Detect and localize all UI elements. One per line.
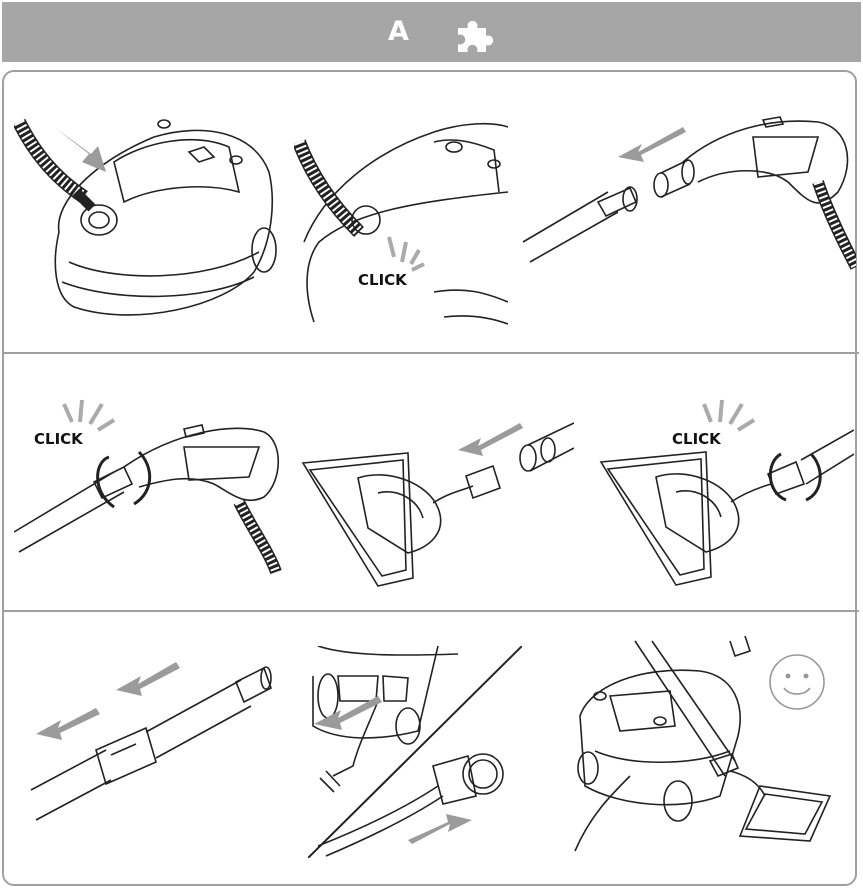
arrow-icon bbox=[618, 127, 686, 162]
step-ready bbox=[560, 636, 836, 862]
arrow-icon bbox=[408, 814, 472, 844]
puzzle-icon bbox=[456, 18, 496, 54]
row-divider bbox=[2, 352, 859, 354]
step-nozzle-to-tube bbox=[298, 408, 574, 593]
section-header: A bbox=[2, 2, 861, 62]
smiley-icon bbox=[770, 655, 824, 709]
arrow-icon bbox=[116, 662, 180, 696]
click-label: CLICK bbox=[672, 430, 722, 448]
arrow-icon bbox=[54, 127, 106, 172]
step-connect-hose bbox=[14, 92, 284, 332]
hose-illustration bbox=[19, 122, 92, 208]
row-divider bbox=[2, 610, 859, 612]
step-hose-click: CLICK bbox=[294, 92, 508, 332]
vacuum-body-illustration bbox=[55, 120, 276, 315]
arrow-icon bbox=[36, 708, 100, 740]
step-adjust-tube bbox=[26, 640, 290, 830]
section-letter: A bbox=[388, 14, 409, 50]
arrow-icon bbox=[458, 423, 523, 456]
step-plug-in bbox=[308, 646, 522, 858]
click-label: CLICK bbox=[358, 271, 408, 289]
step-handle-click: CLICK bbox=[14, 392, 284, 582]
click-label: CLICK bbox=[34, 430, 84, 448]
step-nozzle-click: CLICK bbox=[596, 392, 854, 592]
step-tube-to-handle bbox=[518, 92, 856, 332]
